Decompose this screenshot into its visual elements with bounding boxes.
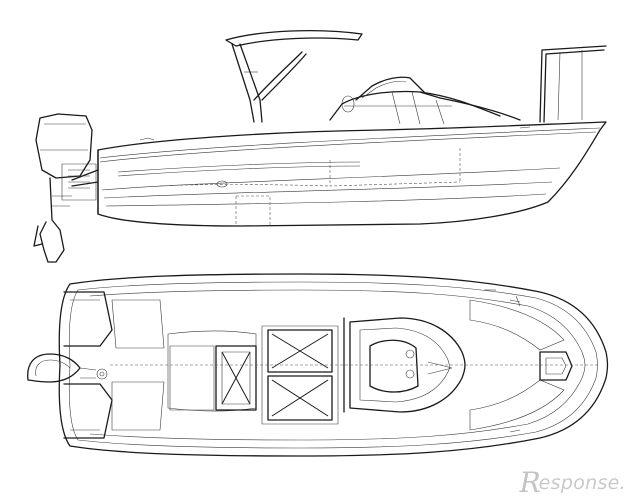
- response-watermark: R esponse.: [519, 466, 626, 499]
- bow-area: [469, 289, 573, 433]
- outboard-motor-top: [27, 353, 108, 383]
- t-top-frame: [225, 30, 363, 123]
- hull-side: [97, 121, 607, 227]
- aft-seating: [167, 330, 257, 412]
- top-plan-view: [27, 273, 609, 457]
- bow-rail: [539, 45, 607, 123]
- swim-platform: [63, 291, 165, 439]
- side-profile-view: [33, 30, 607, 263]
- helm-console: [343, 317, 466, 413]
- outboard-motor: [33, 113, 99, 263]
- console-windscreen: [329, 76, 521, 125]
- watermark-initial: R: [519, 466, 541, 499]
- watermark-text: esponse.: [538, 472, 626, 494]
- deck-hatches: [261, 325, 339, 425]
